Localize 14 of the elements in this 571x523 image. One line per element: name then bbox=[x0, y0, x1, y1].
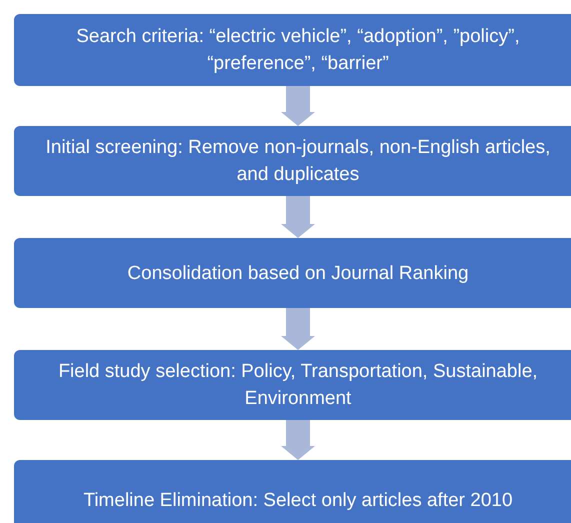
step-text: Timeline Elimination: Select only articles after 2010 bbox=[83, 488, 513, 512]
process-box bbox=[14, 238, 571, 308]
process-box bbox=[14, 126, 571, 196]
step-text: Consolidation based on Journal Ranking bbox=[127, 262, 469, 286]
step-text: Field study selection: Policy, Transportation, Sustainable, Environment bbox=[57, 360, 539, 411]
process-box bbox=[14, 14, 571, 86]
block-arrow bbox=[281, 86, 315, 126]
step-text: Search criteria: “electric vehicle”, “adoption”, ”policy”, “preference”, “barrier” bbox=[75, 25, 521, 76]
process-box bbox=[14, 460, 571, 523]
block-arrow bbox=[281, 308, 315, 350]
process-box bbox=[14, 350, 571, 420]
block-arrow bbox=[281, 196, 315, 238]
block-arrow bbox=[281, 420, 315, 460]
step-text: Initial screening: Remove non-journals, non-English articles, and duplicates bbox=[44, 136, 552, 187]
